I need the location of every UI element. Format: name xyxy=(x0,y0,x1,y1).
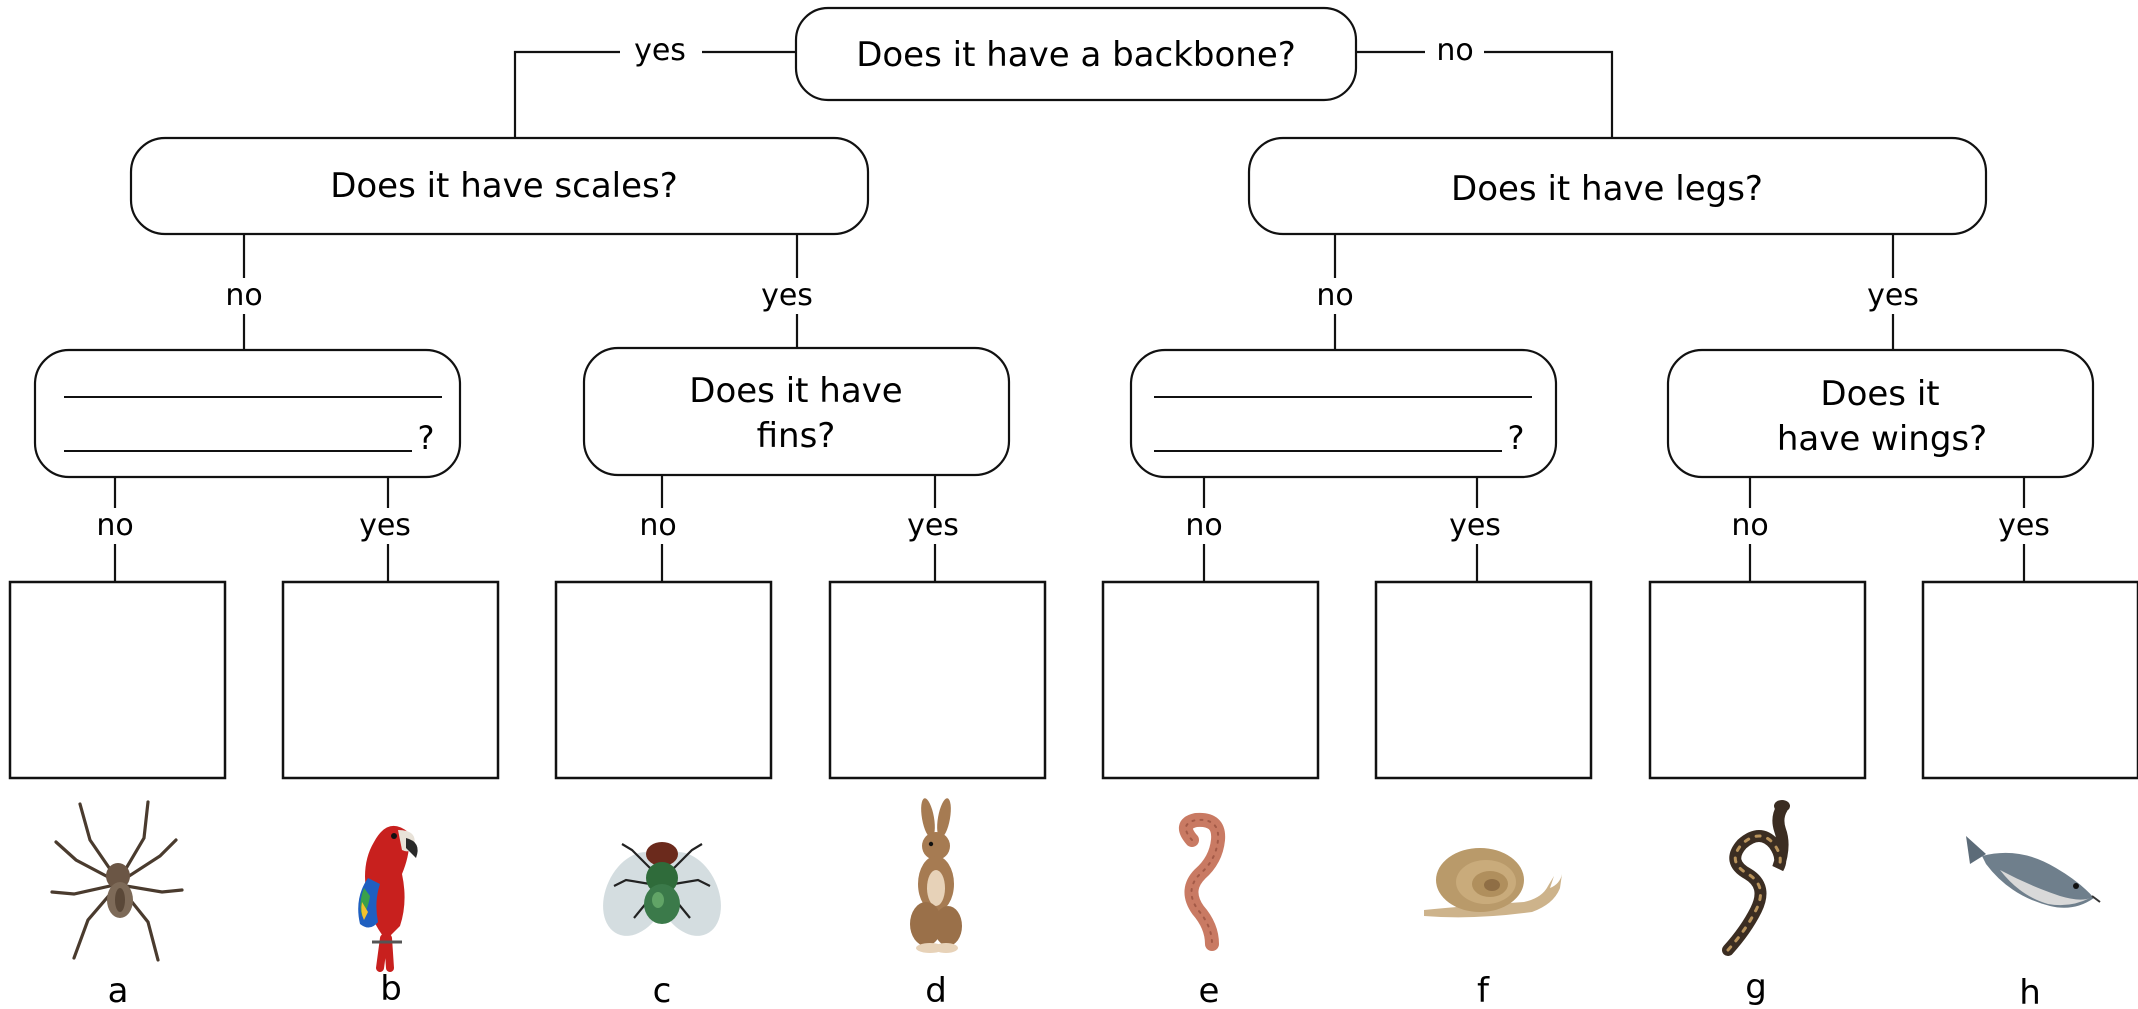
answer-box-8[interactable] xyxy=(1921,580,2138,780)
question-root-text: Does it have a backbone? xyxy=(856,35,1296,75)
rabbit-image[interactable] xyxy=(910,797,962,953)
branch-label-blank1-yes: yes xyxy=(359,508,411,543)
answer-box-2[interactable] xyxy=(281,580,500,780)
branch-label-fins-yes: yes xyxy=(907,508,959,543)
question-fins-line1: Does it have xyxy=(689,371,902,411)
animal-letter-a: a xyxy=(108,971,129,1009)
blank-question-mark-2: ? xyxy=(1508,419,1525,457)
animal-letter-b: b xyxy=(380,969,402,1009)
earthworm-image[interactable] xyxy=(1179,812,1226,951)
question-fins-line2: fins? xyxy=(757,416,836,456)
answer-box-5[interactable] xyxy=(1101,580,1320,780)
fish-image[interactable] xyxy=(1966,836,2101,908)
snail-image[interactable] xyxy=(1424,848,1562,918)
branch-label-legs-yes: yes xyxy=(1867,278,1919,313)
branch-label-scales-yes: yes xyxy=(761,278,813,313)
connectors-level3 xyxy=(113,475,2026,582)
branch-label-root-yes: yes xyxy=(634,33,686,68)
answer-box-7[interactable] xyxy=(1648,580,1867,780)
blank-question-mark-1: ? xyxy=(418,419,435,457)
animal-letter-c: c xyxy=(653,971,672,1009)
branch-label-blank1-no: no xyxy=(96,508,133,543)
branch-label-blank2-no: no xyxy=(1185,508,1222,543)
question-wings-line1: Does it xyxy=(1820,374,1939,414)
answer-box-3[interactable] xyxy=(554,580,773,780)
animal-letter-f: f xyxy=(1477,971,1490,1009)
spider-image[interactable] xyxy=(50,800,184,962)
branch-label-blank2-yes: yes xyxy=(1449,508,1501,543)
answer-box-1[interactable] xyxy=(8,580,227,780)
question-wings: Does it have wings? xyxy=(1666,348,2095,479)
branch-label-legs-no: no xyxy=(1316,278,1353,313)
branch-label-fins-no: no xyxy=(639,508,676,543)
question-fins: Does it have fins? xyxy=(582,346,1011,477)
answer-box-4[interactable] xyxy=(828,580,1047,780)
connector-root-yes xyxy=(513,50,620,138)
animal-letter-g: g xyxy=(1745,967,1767,1007)
question-legs: Does it have legs? xyxy=(1247,136,1988,236)
answer-box-6[interactable] xyxy=(1374,580,1593,780)
question-scales: Does it have scales? xyxy=(129,136,870,236)
question-legs-text: Does it have legs? xyxy=(1451,169,1763,209)
branch-label-scales-no: no xyxy=(225,278,262,313)
branch-label-root-no: no xyxy=(1436,33,1473,68)
branch-label-wings-no: no xyxy=(1731,508,1768,543)
connector-root-no-right xyxy=(1484,50,1614,138)
animal-letter-h: h xyxy=(2019,973,2041,1009)
question-scales-text: Does it have scales? xyxy=(330,166,678,206)
question-root: Does it have a backbone? xyxy=(794,6,1358,102)
animal-letter-e: e xyxy=(1199,971,1220,1009)
question-blank-2: ? xyxy=(1129,348,1558,479)
fly-image[interactable] xyxy=(590,841,734,946)
branch-label-wings-yes: yes xyxy=(1998,508,2050,543)
parrot-image[interactable] xyxy=(358,825,418,972)
snake-image[interactable] xyxy=(1722,800,1790,956)
animal-letter-d: d xyxy=(925,971,947,1009)
question-blank-1: ? xyxy=(33,348,462,479)
answer-boxes xyxy=(8,580,2138,780)
question-wings-line2: have wings? xyxy=(1777,419,1987,459)
